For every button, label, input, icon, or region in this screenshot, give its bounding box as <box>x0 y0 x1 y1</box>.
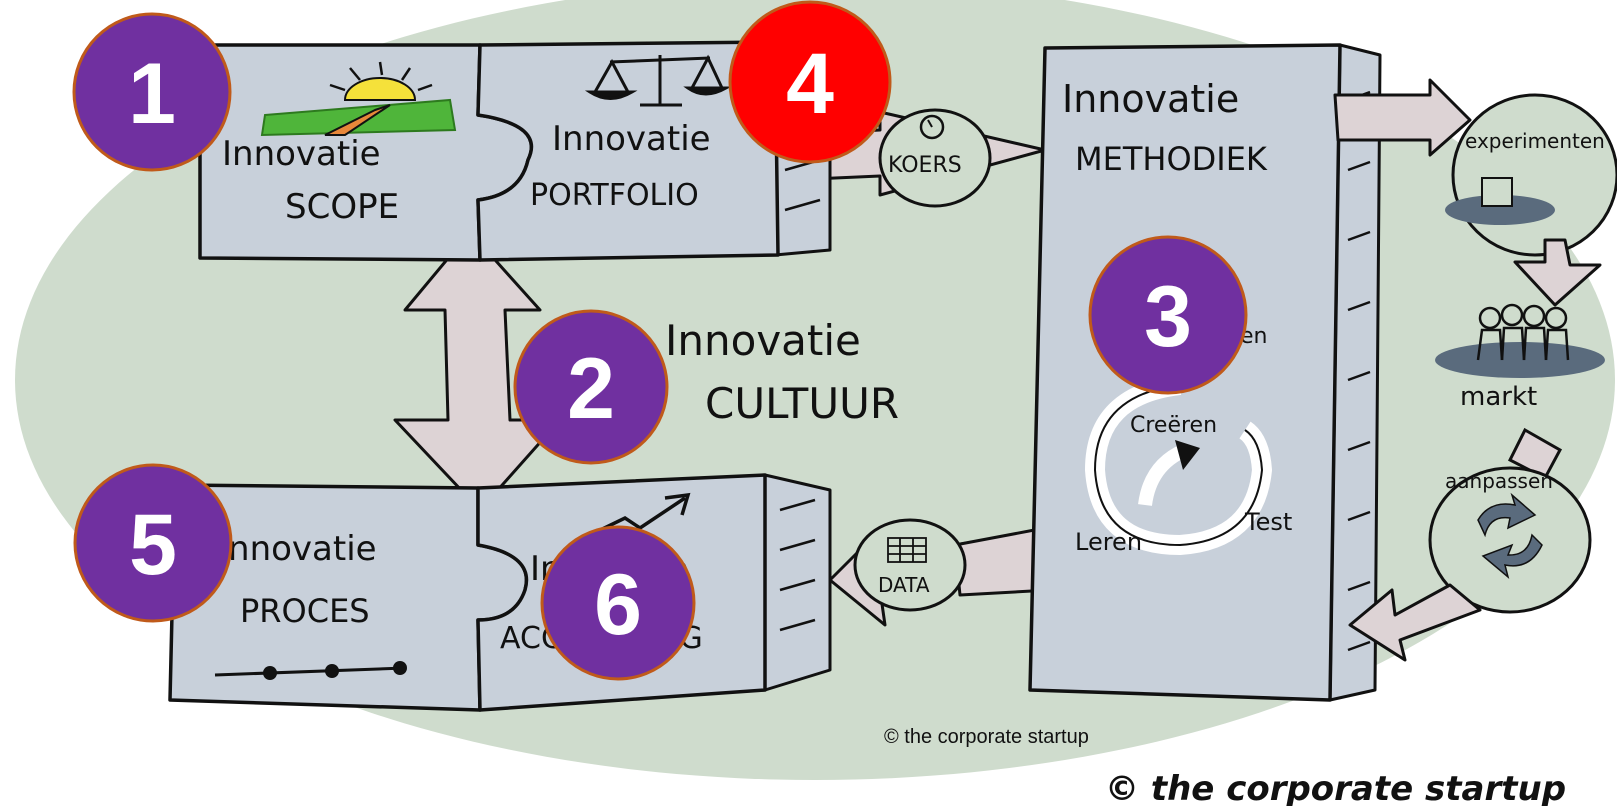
experiment-cup-icon <box>1445 195 1555 225</box>
badge-2: 2 <box>513 309 669 465</box>
badge-6-number: 6 <box>594 557 642 653</box>
badge-4: 4 <box>728 0 892 164</box>
aanpassen-label: aanpassen <box>1445 469 1553 493</box>
refresh-cycle-icon <box>1477 492 1543 580</box>
koers-bubble: KOERS <box>878 108 992 208</box>
portfolio-title-line1: Innovatie <box>552 119 711 159</box>
copyright-text: © the corporate startup <box>884 726 1089 748</box>
methodiek-title-line1: Innovatie <box>1062 77 1239 121</box>
down-arrow-to-markt <box>1513 238 1602 307</box>
badge-5-number: 5 <box>129 497 177 593</box>
koers-label: KOERS <box>888 153 962 178</box>
cycle-creeren-label: Creëren <box>1130 413 1217 438</box>
badge-5: 5 <box>73 463 233 623</box>
scale-icon <box>584 54 732 107</box>
badge-4-number: 4 <box>786 36 834 132</box>
cultuur-title-line1: Innovatie <box>665 316 861 365</box>
data-bubble: DATA <box>853 518 967 612</box>
badge-3: 3 <box>1088 235 1248 395</box>
proces-title-line2: PROCES <box>240 592 370 630</box>
experimenten-bubble: experimenten <box>1445 93 1617 257</box>
methodiek-title-line2: METHODIEK <box>1075 140 1268 178</box>
process-timeline-icon <box>214 661 407 680</box>
experimenten-arrow <box>1333 78 1472 157</box>
compass-icon <box>919 114 945 140</box>
badge-3-number: 3 <box>1144 269 1192 365</box>
badge-2-number: 2 <box>567 341 615 437</box>
data-label: DATA <box>878 573 930 597</box>
badge-1: 1 <box>72 12 232 172</box>
return-arrow-to-methodiek <box>1348 583 1482 662</box>
handwritten-signature: © the corporate startup <box>1105 769 1566 806</box>
portfolio-block <box>476 40 780 262</box>
cultuur-title-line2: CULTUUR <box>705 379 899 428</box>
sunrise-road-icon <box>260 61 457 137</box>
data-grid-icon <box>887 537 927 563</box>
portfolio-title-line2: PORTFOLIO <box>530 178 699 213</box>
scope-title-line1: Innovatie <box>222 134 381 174</box>
build-test-learn-cycle <box>1084 375 1273 556</box>
proces-title-line1: Innovatie <box>218 529 377 569</box>
aanpassen-bubble: aanpassen <box>1428 466 1592 614</box>
people-icon <box>1476 303 1570 361</box>
markt-group: markt <box>1435 303 1605 412</box>
cycle-leren-label: Leren <box>1075 528 1142 556</box>
scope-title-line2: SCOPE <box>285 187 399 227</box>
badge-1-number: 1 <box>128 46 176 142</box>
cycle-test-label: Test <box>1244 508 1292 536</box>
badge-6: 6 <box>540 525 696 681</box>
experimenten-label: experimenten <box>1465 129 1605 153</box>
markt-label: markt <box>1460 382 1537 412</box>
